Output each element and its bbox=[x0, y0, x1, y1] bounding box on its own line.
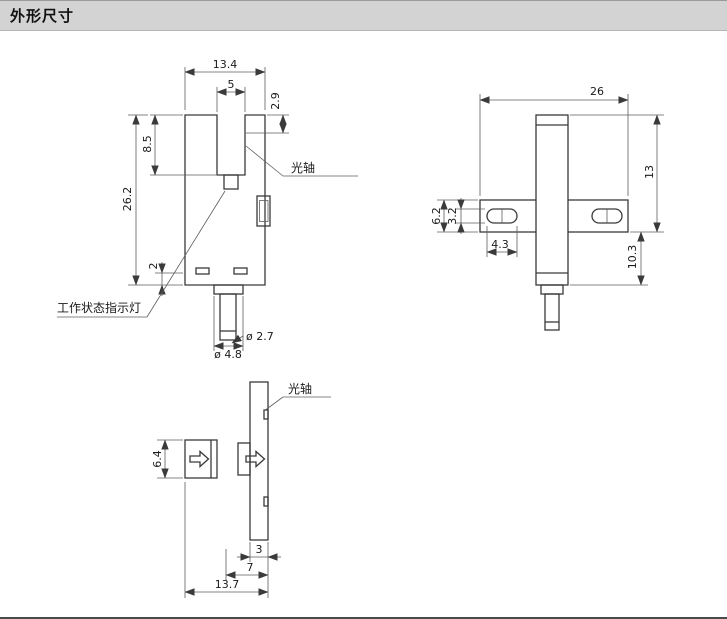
shaft-cylinder bbox=[544, 293, 560, 331]
dim-arm-offset: 7 bbox=[225, 549, 269, 580]
dim-total-height: 26.2 bbox=[121, 114, 183, 286]
dim-text: 2.9 bbox=[269, 92, 282, 110]
dim-text: 26.2 bbox=[121, 187, 134, 212]
sensor-body-outline bbox=[184, 114, 266, 286]
optical-axis-label: 光轴 bbox=[288, 381, 312, 396]
dim-text: 13 bbox=[643, 165, 656, 179]
dim-text: ø 4.8 bbox=[214, 348, 242, 361]
front-view: 13.4 5 2.9 8.5 bbox=[57, 58, 358, 361]
shaft-cap bbox=[540, 284, 564, 295]
label-optical-axis-bottom: 光轴 bbox=[263, 381, 331, 412]
status-indicator-label: 工作状态指示灯 bbox=[57, 300, 141, 315]
dim-pin-diameter: ø 2.7 bbox=[231, 330, 274, 344]
dim-text: 8.5 bbox=[141, 135, 154, 153]
edge-mark-bottom bbox=[263, 496, 269, 507]
indicator-hole-left bbox=[195, 267, 210, 275]
label-status-indicator: 工作状态指示灯 bbox=[57, 190, 226, 318]
dim-slot-height: 3.2 bbox=[446, 198, 485, 234]
dim-lower-height: 10.3 bbox=[570, 231, 648, 286]
side-view: 26 13 10.3 6.2 bbox=[430, 85, 664, 331]
light-direction-arrow-left bbox=[189, 450, 210, 468]
section-header: 外形尺寸 bbox=[0, 0, 727, 31]
emitter-head-outline bbox=[184, 439, 218, 479]
dim-text: 7 bbox=[247, 561, 254, 574]
dim-text: 3 bbox=[256, 543, 263, 556]
page-title: 外形尺寸 bbox=[10, 7, 75, 25]
dim-flange-length: 26 bbox=[479, 85, 629, 196]
dim-upper-height: 13 bbox=[570, 114, 664, 233]
dim-text: 3.2 bbox=[446, 207, 459, 225]
dim-total-width: 13.4 bbox=[184, 58, 266, 110]
dim-text: 13.4 bbox=[213, 58, 238, 71]
dim-text: 6.4 bbox=[151, 450, 164, 468]
dim-text: ø 2.7 bbox=[246, 330, 274, 343]
shaft-cap bbox=[213, 284, 244, 295]
dim-text: 6.2 bbox=[430, 207, 443, 225]
dim-text: 10.3 bbox=[626, 245, 639, 270]
optical-axis-label: 光轴 bbox=[291, 160, 315, 175]
dim-slot-length: 4.3 bbox=[486, 226, 518, 257]
dim-shaft-diameter: ø 4.8 bbox=[213, 296, 244, 361]
dim-slot-depth: 8.5 bbox=[141, 114, 216, 176]
dim-text: 2 bbox=[147, 263, 160, 270]
side-tab-inner bbox=[259, 200, 269, 222]
dimension-drawing: 13.4 5 2.9 8.5 bbox=[57, 58, 664, 598]
dim-text: 13.7 bbox=[215, 578, 240, 591]
dim-top-to-axis: 2.9 bbox=[246, 92, 289, 134]
lens-window bbox=[223, 174, 239, 190]
label-optical-axis-front: 光轴 bbox=[245, 145, 358, 177]
dim-arm-thickness: 3 bbox=[237, 542, 281, 598]
bottom-view: 光轴 6.4 3 7 bbox=[151, 381, 331, 598]
light-direction-arrow-right bbox=[245, 450, 266, 468]
body-edge-outline bbox=[249, 381, 269, 541]
dim-total-depth: 13.7 bbox=[184, 482, 269, 598]
side-tab bbox=[256, 195, 271, 227]
dim-base-height: 2 bbox=[147, 262, 183, 296]
dim-text: 26 bbox=[590, 85, 604, 98]
edge-mark-top bbox=[263, 409, 269, 420]
body-column-outline bbox=[535, 114, 569, 286]
indicator-hole-right bbox=[233, 267, 248, 275]
shaft-cylinder bbox=[219, 293, 237, 341]
dim-text: 4.3 bbox=[491, 238, 509, 251]
receiver-head-outline bbox=[237, 442, 251, 476]
dim-slot-width: 5 bbox=[216, 78, 246, 112]
dim-text: 5 bbox=[228, 78, 235, 91]
dim-head-depth: 6.4 bbox=[151, 439, 183, 479]
